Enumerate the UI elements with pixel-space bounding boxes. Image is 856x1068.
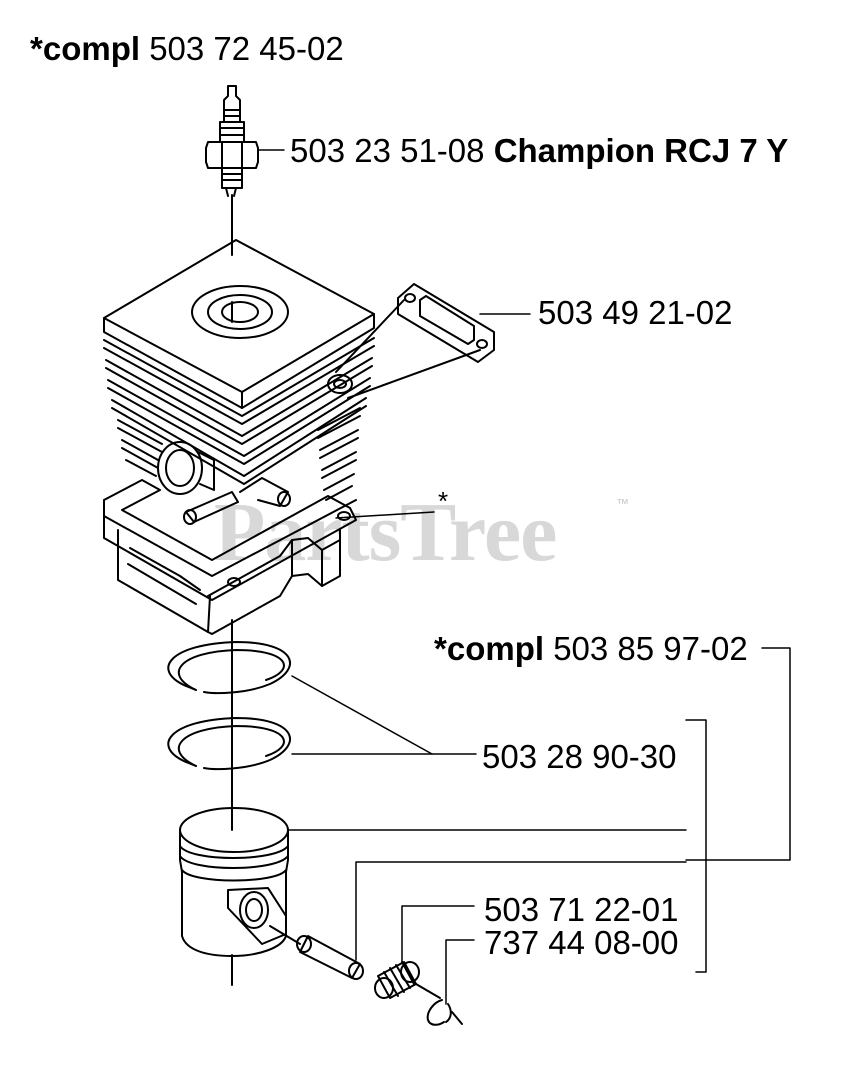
trademark-symbol: ™	[616, 496, 629, 511]
spark-plug-drawing	[205, 85, 259, 197]
needle-bearing-label: 503 71 22-01	[484, 893, 679, 926]
circlip-number: 737 44 08-00	[484, 924, 679, 961]
piston-kit-label: *compl 503 85 97-02	[434, 632, 748, 665]
needle-bearing-number: 503 71 22-01	[484, 891, 679, 928]
piston-ring-number: 503 28 90-30	[482, 738, 677, 775]
piston-pin-drawing	[269, 925, 364, 980]
circlip-drawing	[426, 999, 463, 1026]
cylinder-asterisk: *	[438, 486, 449, 516]
watermark: PartsTree	[214, 486, 557, 579]
piston-subkit-bracket	[685, 719, 707, 973]
bearing-leader	[401, 905, 475, 963]
gasket-label: 503 49 21-02	[538, 296, 733, 329]
piston-kit-number: 503 85 97-02	[553, 630, 748, 667]
cylinder-leader	[335, 511, 435, 519]
gasket-number: 503 49 21-02	[538, 294, 733, 331]
circlip-label: 737 44 08-00	[484, 926, 679, 959]
piston-kit-prefix: *compl	[434, 630, 545, 667]
piston-drawing	[179, 807, 289, 957]
spark-plug-number: 503 23 51-08	[290, 132, 485, 169]
cylinder-drawing	[103, 239, 375, 635]
circlip-leader	[445, 939, 475, 1005]
leader-lines	[257, 149, 791, 1005]
needle-bearing-drawing	[374, 961, 441, 999]
cylinder-kit-label: *compl 503 72 45-02	[30, 32, 344, 65]
piston-ring-label: 503 28 90-30	[482, 740, 677, 773]
ring-leader-top	[291, 675, 433, 755]
piston-rings-drawing	[167, 641, 291, 771]
cylinder-kit-number: 503 72 45-02	[149, 30, 344, 67]
spark-plug-label: 503 23 51-08 Champion RCJ 7 Y	[290, 134, 788, 167]
gasket-drawing	[335, 283, 495, 399]
piston-kit-bracket	[685, 647, 791, 861]
cylinder-kit-prefix: *compl	[30, 30, 141, 67]
spark-plug-name: Champion RCJ 7 Y	[493, 132, 789, 169]
pin-leader	[355, 861, 687, 961]
